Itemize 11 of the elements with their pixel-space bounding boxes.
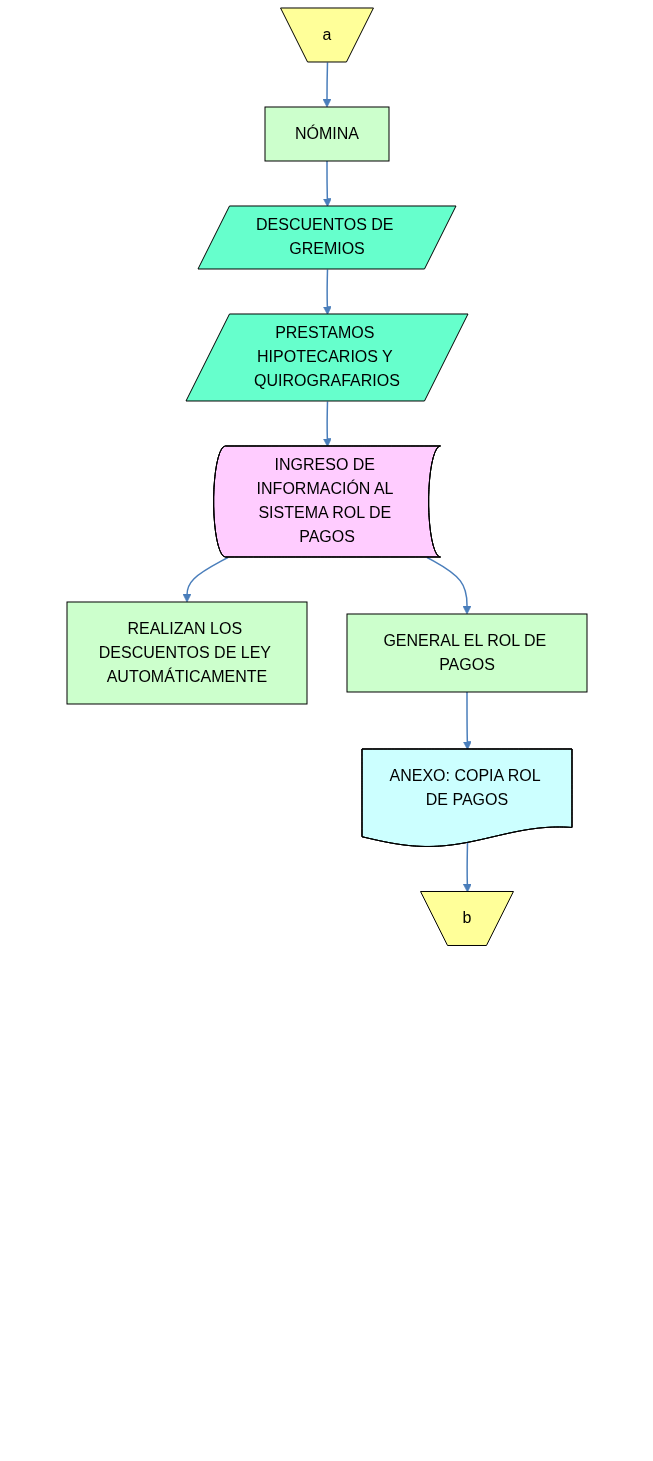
arrow bbox=[182, 556, 229, 603]
arrow bbox=[462, 691, 472, 750]
arrow bbox=[322, 61, 331, 108]
node-box: GENERAL EL ROL DE PAGOS bbox=[346, 613, 587, 693]
arrow bbox=[462, 842, 472, 893]
arrow bbox=[322, 268, 332, 315]
arrow bbox=[322, 160, 332, 207]
arrow bbox=[425, 556, 471, 615]
node-box: REALIZAN LOS DESCUENTOS DE LEY AUTOMÁTICAMENTE bbox=[66, 601, 307, 705]
arrow bbox=[322, 400, 332, 447]
node-box: NÓMINA bbox=[264, 106, 389, 162]
